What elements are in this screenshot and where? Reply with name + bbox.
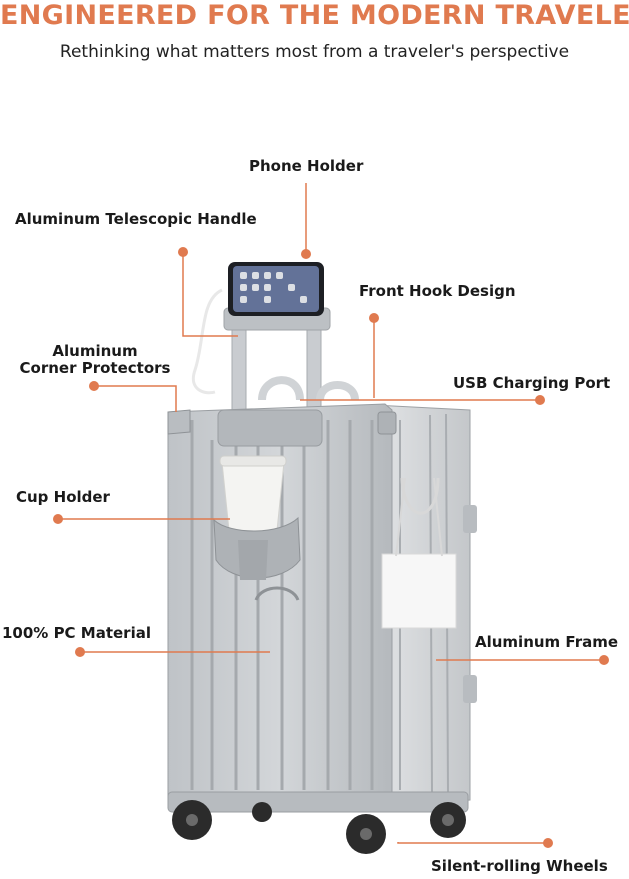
pc-ribs — [190, 420, 374, 790]
page-title: ENGINEERED FOR THE MODERN TRAVELER — [0, 0, 629, 31]
label-front-hook: Front Hook Design — [359, 282, 516, 300]
label-telescopic-handle: Aluminum Telescopic Handle — [15, 210, 257, 228]
top-handle — [258, 376, 304, 401]
hanging-bag — [381, 477, 457, 629]
label-corner-protectors-line1: Aluminum — [52, 342, 138, 360]
page-subtitle: Rethinking what matters most from a trav… — [59, 42, 570, 62]
cup-holder — [213, 455, 301, 580]
label-wheels: Silent-rolling Wheels — [431, 857, 608, 875]
label-usb-port: USB Charging Port — [453, 374, 611, 392]
label-corner-protectors: Aluminum Corner Protectors — [14, 343, 176, 377]
phone-icon — [228, 262, 324, 316]
label-corner-protectors-line2: Corner Protectors — [19, 359, 171, 377]
label-pc-material: 100% PC Material — [2, 624, 151, 642]
front-hook — [377, 411, 397, 435]
charging-cable — [191, 288, 223, 395]
label-cup-holder: Cup Holder — [16, 488, 110, 506]
label-phone-holder: Phone Holder — [249, 157, 364, 175]
label-aluminum-frame: Aluminum Frame — [475, 633, 619, 651]
callout-dot — [301, 249, 311, 259]
